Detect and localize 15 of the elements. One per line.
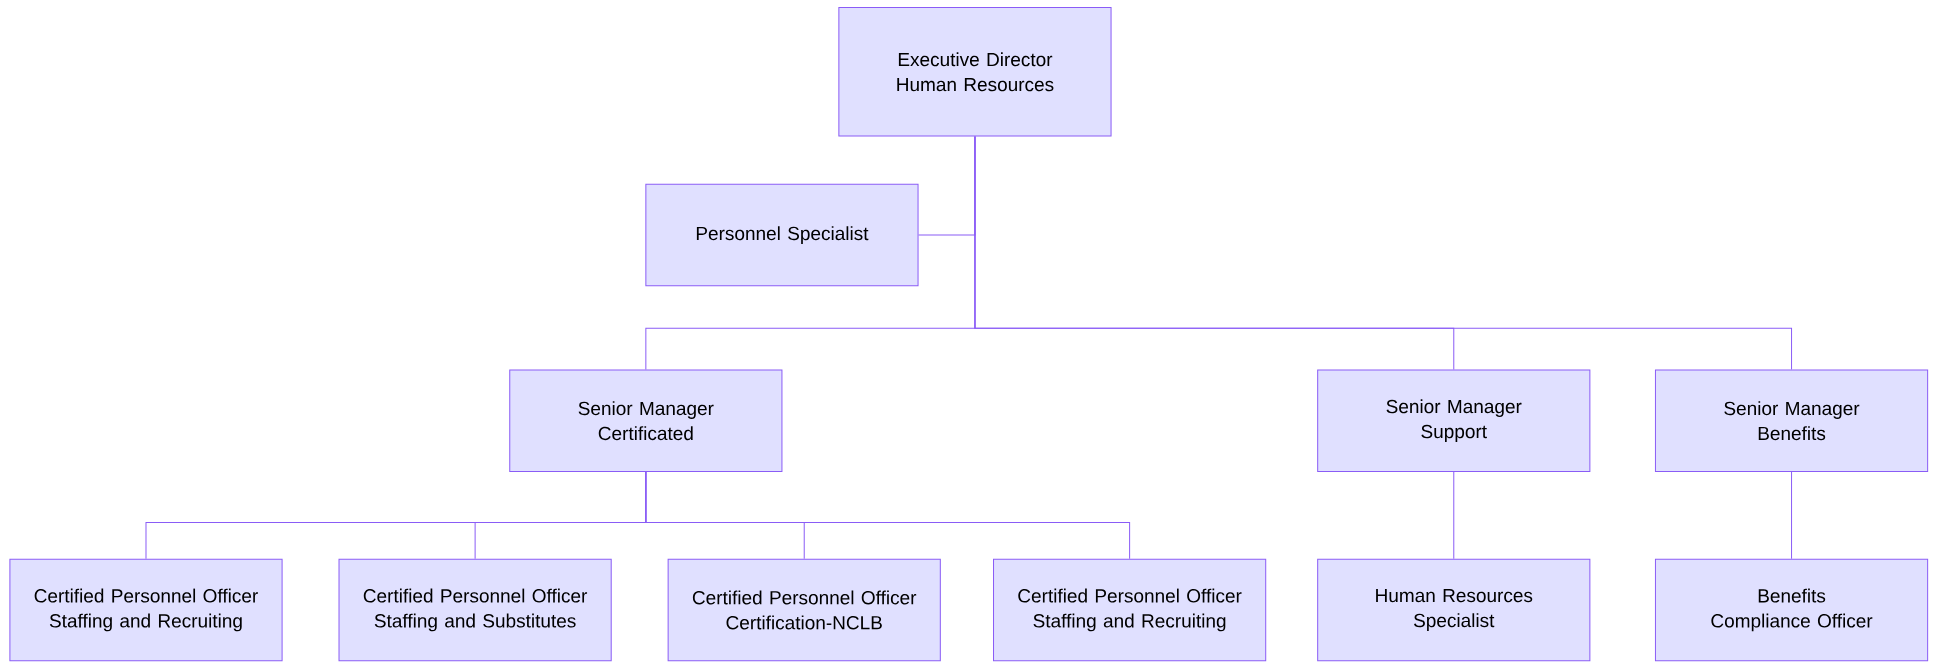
org-box: Certified Personnel Officer Staffing and Substitutes: [338, 558, 612, 662]
org-box: Senior Manager Support: [1317, 369, 1591, 472]
org-box: Personnel Specialist: [645, 183, 919, 287]
connector-line: [1791, 471, 1793, 560]
org-box: Human Resources Specialist: [1317, 558, 1591, 662]
org-box: Executive Director Human Resources: [838, 6, 1112, 137]
connector-line: [974, 136, 1793, 370]
connector-line: [645, 471, 1131, 560]
org-box: Certified Personnel Officer Staffing and Recruiting: [993, 558, 1267, 662]
connector-line: [1453, 471, 1455, 560]
org-box: Certified Personnel Officer Staffing and Recruiting: [9, 558, 283, 662]
org-box: Senior Manager Certificated: [509, 369, 783, 472]
org-box: Senior Manager Benefits: [1654, 369, 1929, 472]
org-box: Certified Personnel Officer Certification-NCLB: [667, 558, 941, 662]
org-box: Benefits Compliance Officer: [1654, 558, 1929, 662]
